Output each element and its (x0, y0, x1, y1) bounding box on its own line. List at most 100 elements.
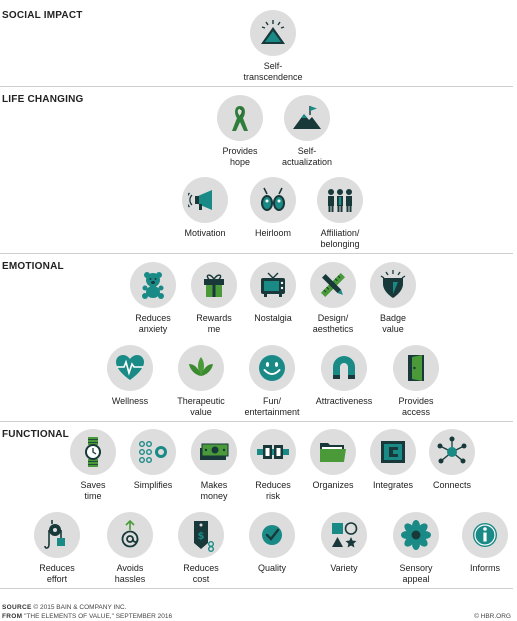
element-integrates: Integrates (351, 429, 435, 491)
element-rewards-me: Rewards me (172, 262, 256, 335)
at-sign-arrow-icon (107, 512, 153, 558)
price-tag-scissors-icon: $ (178, 512, 224, 558)
element-label: Quality (257, 563, 286, 573)
element-wellness: Wellness (88, 345, 172, 407)
element-label: Design/ aesthetics (312, 313, 354, 334)
source-text: © 2015 BAIN & COMPANY INC. (33, 604, 127, 611)
element-connects: Connects (410, 429, 494, 491)
gift-box-icon (191, 262, 237, 308)
element-self-transcendence: Self- transcendence (231, 10, 315, 83)
element-heirloom: Heirloom (231, 177, 315, 239)
from-label: FROM (2, 613, 23, 620)
element-label: Heirloom (254, 228, 291, 238)
wristwatch-icon (70, 429, 116, 475)
element-label: Self- transcendence (243, 61, 303, 82)
divider (0, 421, 513, 422)
element-label: Variety (330, 563, 358, 573)
dots-grid-icon (130, 429, 176, 475)
element-informs: Informs (443, 512, 517, 574)
element-reduces-anxiety: Reduces anxiety (111, 262, 195, 335)
element-label: Informs (469, 563, 500, 573)
flower-icon (393, 512, 439, 558)
element-provides-access: Provides access (374, 345, 458, 418)
element-label: Wellness (111, 396, 149, 406)
element-label: Motivation (184, 228, 226, 238)
element-label: Integrates (372, 480, 414, 490)
divider (0, 86, 513, 87)
element-label: Provides hope (222, 146, 258, 167)
element-attractiveness: Attractiveness (302, 345, 386, 407)
element-label: Reduces anxiety (135, 313, 171, 334)
checkmark-icon (249, 512, 295, 558)
element-label: Attractiveness (315, 396, 373, 406)
network-hub-icon (429, 429, 475, 475)
element-affiliation-belonging: Affiliation/ belonging (298, 177, 382, 250)
element-therapeutic-value: Therapeutic value (159, 345, 243, 418)
element-label: Makes money (200, 480, 228, 501)
element-quality: Quality (230, 512, 314, 574)
info-icon (462, 512, 508, 558)
element-avoids-hassles: Avoids hassles (88, 512, 172, 585)
element-label: Therapeutic value (177, 396, 225, 417)
element-reduces-cost: $ Reduces cost (159, 512, 243, 585)
element-provides-hope: Provides hope (198, 95, 282, 168)
teddy-bear-icon (130, 262, 176, 308)
element-saves-time: Saves time (51, 429, 135, 502)
element-self-actualization: Self- actualization (265, 95, 349, 168)
element-label: Fun/ entertainment (244, 396, 300, 417)
pyramid-sun-icon (250, 10, 296, 56)
element-label: Rewards me (196, 313, 232, 334)
element-reduces-effort: Reduces effort (15, 512, 99, 585)
badge-icon (370, 262, 416, 308)
section-title-functional: FUNCTIONAL (2, 429, 69, 440)
element-badge-value: Badge value (351, 262, 435, 335)
mountain-flag-icon (284, 95, 330, 141)
connector-icon (370, 429, 416, 475)
element-motivation: Motivation (163, 177, 247, 239)
section-title-life-changing: LIFE CHANGING (2, 94, 84, 105)
retro-tv-icon (250, 262, 296, 308)
megaphone-icon (182, 177, 228, 223)
from-text: "THE ELEMENTS OF VALUE," SEPTEMBER 2016 (24, 613, 173, 620)
element-simplifies: Simplifies (111, 429, 195, 491)
element-label: Avoids hassles (114, 563, 146, 584)
footer-source: SOURCE © 2015 BAIN & COMPANY INC. FROM "… (2, 603, 172, 621)
element-sensory-appeal: Sensory appeal (374, 512, 458, 585)
element-label: Reduces effort (39, 563, 75, 584)
element-label: Sensory appeal (399, 563, 433, 584)
pulley-icon (34, 512, 80, 558)
group-people-icon (317, 177, 363, 223)
awareness-ribbon-icon (217, 95, 263, 141)
element-label: Simplifies (133, 480, 173, 490)
element-label: Reduces cost (183, 563, 219, 584)
element-organizes: Organizes (291, 429, 375, 491)
element-label: Reduces risk (255, 480, 291, 501)
svg-text:$: $ (198, 531, 205, 542)
element-label: Connects (432, 480, 472, 490)
element-label: Badge value (379, 313, 407, 334)
element-label: Provides access (398, 396, 434, 417)
element-label: Nostalgia (254, 313, 292, 323)
section-title-social-impact: SOCIAL IMPACT (2, 10, 83, 21)
element-makes-money: Makes money (172, 429, 256, 502)
section-title-emotional: EMOTIONAL (2, 261, 64, 272)
magnet-icon (321, 345, 367, 391)
element-label: Self- actualization (281, 146, 333, 167)
divider (0, 588, 513, 589)
footer-credit: © HBR.ORG (474, 613, 511, 620)
pocket-watch-icon (250, 177, 296, 223)
element-fun-entertainment: Fun/ entertainment (230, 345, 314, 418)
heart-pulse-icon (107, 345, 153, 391)
element-label: Saves time (80, 480, 106, 501)
seatbelt-icon (250, 429, 296, 475)
shapes-icon (321, 512, 367, 558)
money-bills-icon (191, 429, 237, 475)
pencil-ruler-icon (310, 262, 356, 308)
element-variety: Variety (302, 512, 386, 574)
element-nostalgia: Nostalgia (231, 262, 315, 324)
smiley-icon (249, 345, 295, 391)
element-label: Organizes (312, 480, 354, 490)
element-reduces-risk: Reduces risk (231, 429, 315, 502)
source-label: SOURCE (2, 604, 32, 611)
element-design-aesthetics: Design/ aesthetics (291, 262, 375, 335)
